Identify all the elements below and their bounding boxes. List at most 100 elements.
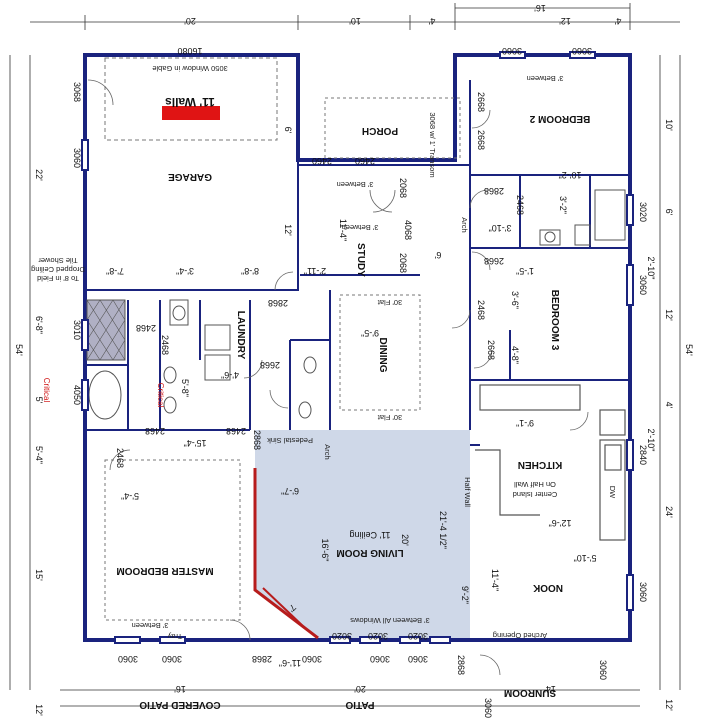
note-between-3: 3' Between xyxy=(342,223,379,232)
left-dim-3: 5' xyxy=(34,397,44,404)
bottom-dimensions: 16' 20' 14' xyxy=(174,684,556,694)
int-dim-9: 6' xyxy=(434,250,441,260)
top-dim-5: 12' xyxy=(559,16,571,26)
int-dim-23: 21'-4 1/2" xyxy=(438,511,448,549)
door-code-1: 2460 xyxy=(312,156,332,166)
int-dim-3: 11'-4" xyxy=(338,219,348,241)
top-dimensions: 20' 10' 4' 16' 12' 4' xyxy=(184,3,622,26)
window-marks xyxy=(81,51,634,644)
living-room-floor xyxy=(255,430,470,638)
int-dim-13: 3'-2" xyxy=(558,196,568,214)
int-dim-12: 10'-2" xyxy=(559,170,582,180)
note-walls: 11' Walls xyxy=(165,95,215,109)
right-dim-6: 12' xyxy=(664,699,674,711)
window-code-5: 3060 xyxy=(72,148,82,168)
door-code-14: 2868 xyxy=(252,430,262,450)
int-dim-15: 1'-5" xyxy=(516,266,534,276)
int-dim-8: 9'-5" xyxy=(361,328,379,338)
note-arched-opening: Arched Opening xyxy=(493,631,547,640)
top-dim-1: 20' xyxy=(184,16,196,26)
window-code-7: 4050 xyxy=(72,385,82,405)
door-codes: 2460 2460 2068 4068 2068 2668 2668 2468 … xyxy=(115,92,525,675)
int-dim-7: 2'-11" xyxy=(304,266,326,276)
int-dim-24: 20' xyxy=(400,534,410,546)
door-swings xyxy=(87,79,589,676)
window-code-18: 3060 xyxy=(370,654,390,664)
int-dim-2: 12' xyxy=(283,224,293,236)
window-code-1: 16080 xyxy=(177,46,202,56)
window-code-3: 3060 xyxy=(572,46,592,56)
note-critical-1: Critical xyxy=(42,378,51,403)
note-tile-shower-2: Dropped Ceiling xyxy=(31,265,85,274)
door-code-20: 2468 xyxy=(476,300,486,320)
door-code-12: 2468 xyxy=(136,323,156,333)
note-gable: 3050 Window in Gable xyxy=(152,64,227,73)
note-center-island: Center Island xyxy=(513,490,558,499)
note-arch-1: Arch xyxy=(460,217,469,232)
door-code-13: 2668 xyxy=(260,360,280,370)
tile-shower xyxy=(86,299,126,361)
right-dim-2: 6' xyxy=(664,209,674,216)
window-code-4: 3068 xyxy=(72,82,82,102)
top-dim-4: 16' xyxy=(534,3,546,13)
room-nook: NOOK xyxy=(532,582,563,593)
kitchen-counters xyxy=(475,384,626,541)
window-codes: 16080 3060 3060 3068 3060 3010 4050 3020… xyxy=(72,46,648,718)
top-dim-6: 4' xyxy=(614,16,621,26)
porch-outline xyxy=(324,97,461,159)
note-flat-1: 30' Flat xyxy=(377,298,402,307)
left-dim-2: 6'-8" xyxy=(34,316,44,334)
door-code-21: 2668 xyxy=(486,340,496,360)
window-code-16: 3020 xyxy=(368,631,388,641)
garage-door-outline xyxy=(104,57,278,141)
left-dimensions: 22' 6'-8" 5' 5'-4" 15' 12' 54' xyxy=(14,169,44,716)
note-tile-shower-1: Tile Shower xyxy=(38,256,78,265)
int-dim-18: 2'-10" xyxy=(646,429,656,452)
note-transom: 3068 w/ 1' Transom xyxy=(428,112,437,177)
door-code-15: 2468 xyxy=(226,426,246,436)
int-dim-25: 16'-6" xyxy=(320,539,330,562)
left-dim-5: 15' xyxy=(34,569,44,581)
room-kitchen: KITCHEN xyxy=(518,459,562,470)
right-dimensions: 10' 6' 12' 4' 24' 12' 54' xyxy=(664,119,694,711)
right-dim-3: 12' xyxy=(664,309,674,321)
door-code-18: 2868 xyxy=(252,654,272,664)
door-code-8: 2468 xyxy=(515,195,525,215)
room-master: MASTER BEDROOM xyxy=(116,565,213,576)
window-code-21: 3060 xyxy=(598,660,608,680)
int-dim-31: 11'-6" xyxy=(279,658,301,668)
window-code-14: 3060 xyxy=(302,654,322,664)
note-between-2: 3' Between xyxy=(337,180,374,189)
left-dim-1: 22' xyxy=(34,169,44,181)
int-dim-10: 3'-6" xyxy=(510,291,520,309)
door-code-5: 2068 xyxy=(398,253,408,273)
window-code-12: 3060 xyxy=(118,654,138,664)
living-room-edge xyxy=(253,468,319,640)
window-code-20: 3060 xyxy=(483,698,493,718)
int-dim-5: 3'-4" xyxy=(176,266,194,276)
int-dim-4: 7'-8" xyxy=(106,266,124,276)
living-room-angled-wall xyxy=(262,587,306,629)
door-code-17: 2468 xyxy=(115,448,125,468)
room-living: LIVING ROOM xyxy=(336,547,403,558)
note-pedestal-sink: Pedestal Sink xyxy=(267,436,313,445)
notes: 11' Walls 3050 Window in Gable 11' Ceili… xyxy=(31,64,617,641)
int-dim-11: 4'-8" xyxy=(510,346,520,364)
window-code-10: 2840 xyxy=(638,445,648,465)
note-tray: Tray xyxy=(167,632,182,641)
room-sunroom: SUNROOM xyxy=(504,687,556,698)
door-code-19: 2868 xyxy=(456,655,466,675)
right-dim-1: 10' xyxy=(664,119,674,131)
window-code-2: 3060 xyxy=(502,46,522,56)
door-code-10: 2668 xyxy=(484,256,504,266)
int-dim-21: 11'-4" xyxy=(490,569,500,591)
door-code-11: 2868 xyxy=(268,298,288,308)
bottom-dim-3: 14' xyxy=(544,684,556,694)
window-code-8: 3020 xyxy=(638,202,648,222)
int-dim-19: 12'-6" xyxy=(549,518,572,528)
interior-dimensions: 6' 12' 11'-4" 7'-8" 3'-4" 8'-8" 2'-11" 9… xyxy=(106,127,656,668)
int-dim-1: 6' xyxy=(283,127,293,134)
room-study: STUDY xyxy=(355,243,366,277)
right-dim-5: 24' xyxy=(664,506,674,518)
int-dim-26: 6'-7" xyxy=(281,486,299,496)
